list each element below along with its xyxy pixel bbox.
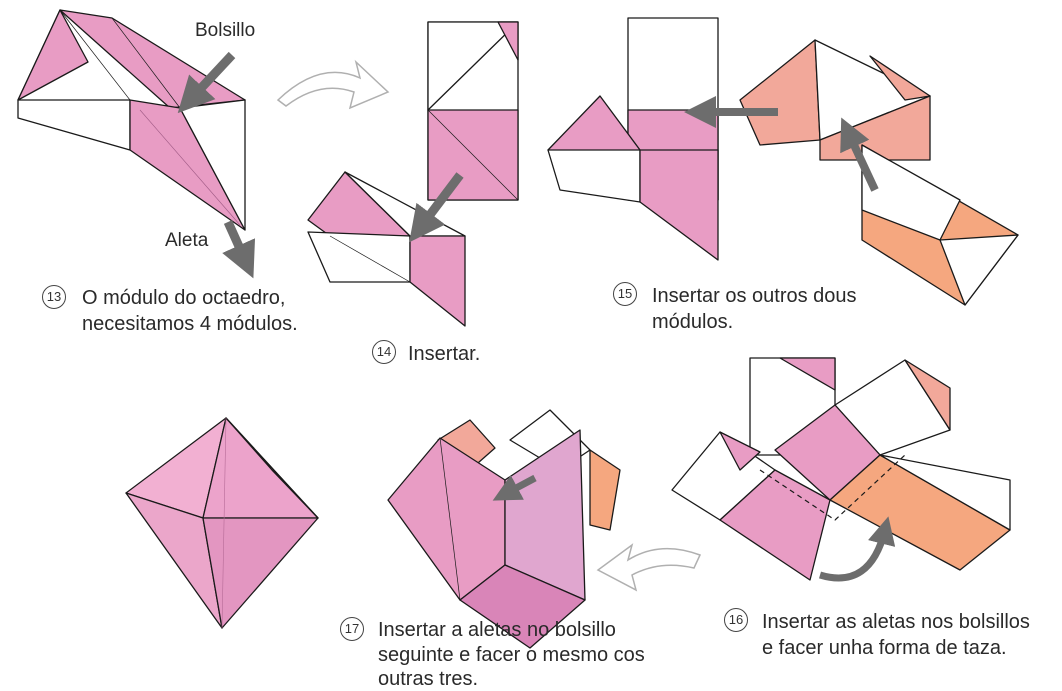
step-13-module: [17, 9, 246, 231]
flap-label: Aleta: [165, 230, 209, 251]
step-number-16: 16: [724, 608, 748, 632]
step-15-insert-others: [547, 17, 1019, 306]
pocket-arrow: [177, 51, 236, 114]
insert-arrow-17: [492, 474, 537, 501]
step-13-text-line-1: O módulo do octaedro,: [82, 287, 286, 309]
step-17-cup-closed: [387, 409, 621, 649]
insert-arrow-up: [840, 117, 879, 192]
step-14-insert: [307, 21, 519, 327]
pocket-label: Bolsillo: [195, 20, 256, 41]
step-number-17: 17: [340, 617, 364, 641]
step-17-text-line-3: outras tres.: [378, 668, 479, 690]
flap-arrow: [222, 220, 256, 279]
fold-arrow: [818, 516, 896, 582]
step-14-text: Insertar.: [408, 343, 481, 365]
step-number-15: 15: [613, 282, 637, 306]
step-17-text-line-1: Insertar a aletas no bolsillo: [378, 619, 616, 641]
step-16-text-line-2: e facer unha forma de taza.: [762, 637, 1007, 659]
step-15-text-line-2: módulos.: [652, 311, 734, 333]
step-15-text-line-1: Insertar os outros dous: [652, 285, 857, 307]
step-16-cup: [671, 357, 1011, 581]
step-number-14: 14: [372, 340, 396, 364]
next-arrow-icon: [276, 59, 390, 110]
step-16-text-line-1: Insertar as aletas nos bolsillos: [762, 611, 1030, 633]
step-number-13: 13: [42, 285, 66, 309]
edge-text-fragment: a.: [0, 572, 1, 596]
step-17-text-line-2: seguinte e facer o mesmo cos: [378, 644, 645, 666]
finished-octahedron: [125, 417, 319, 629]
prev-arrow-icon: [596, 543, 702, 592]
insert-arrow: [409, 172, 464, 243]
step-13-text-line-2: necesitamos 4 módulos.: [82, 313, 298, 335]
